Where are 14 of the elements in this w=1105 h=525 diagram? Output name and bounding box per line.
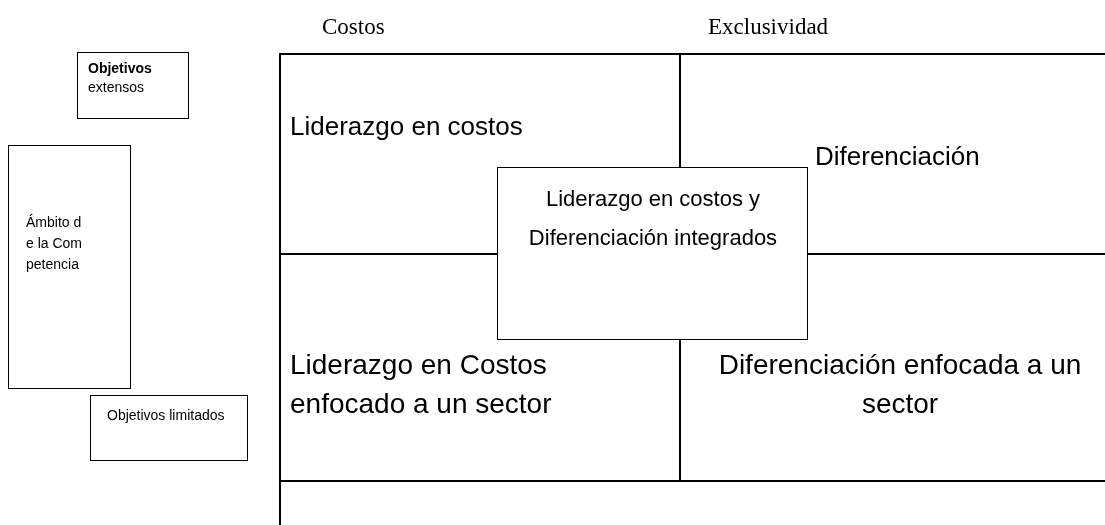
- column-heading: Exclusividad: [708, 14, 829, 40]
- quadrant-text: Liderazgo en costos: [290, 108, 540, 148]
- label-box: [90, 395, 248, 461]
- box-text: Objetivos extensos: [88, 59, 153, 97]
- center-box: [497, 167, 808, 340]
- quadrant-text: Diferenciación: [815, 138, 1045, 178]
- quadrant-text: Liderazgo en Costos enfocado a un sector: [290, 345, 620, 425]
- column-heading: Costos: [322, 14, 385, 40]
- box-text: Ámbito de la Competencia: [26, 213, 84, 274]
- box-text: Objetivos limitados: [107, 406, 226, 425]
- quadrant-text: Diferenciación enfocada a un sector: [700, 345, 1100, 425]
- box-text: Liderazgo en costos y Diferenciación integrados: [528, 185, 778, 252]
- label-box: [77, 52, 189, 119]
- label-box: [8, 145, 131, 389]
